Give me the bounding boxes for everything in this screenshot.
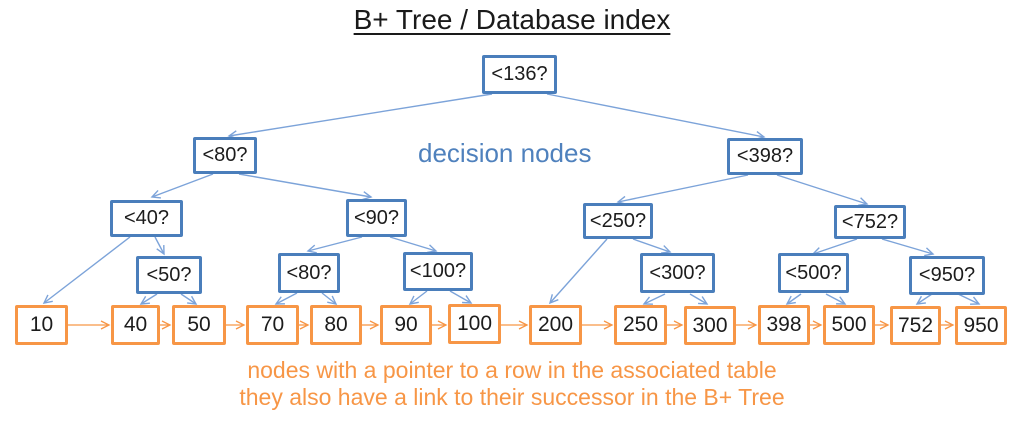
- decision-node-label: <300?: [649, 261, 706, 284]
- tree-edge: [150, 173, 214, 199]
- leaf-node-70: 70: [246, 305, 299, 345]
- tree-edge: [776, 174, 869, 207]
- leaf-node-10: 10: [15, 305, 68, 345]
- tree-edge: [321, 292, 338, 305]
- leaf-node-950: 950: [955, 306, 1007, 345]
- tree-edge: [957, 293, 981, 305]
- tree-edge: [306, 236, 363, 254]
- tree-edge: [915, 293, 933, 305]
- decision-node-label: <100?: [409, 260, 467, 282]
- decision-node-300: <300?: [640, 253, 715, 293]
- leaf-node-label: 100: [456, 312, 493, 335]
- tree-edge: [154, 236, 165, 256]
- tree-edge: [227, 93, 493, 140]
- decision-node-100: <100?: [403, 252, 473, 291]
- leaf-node-398: 398: [758, 305, 810, 345]
- tree-edge: [546, 93, 766, 141]
- decision-node-950: <950?: [909, 256, 985, 295]
- decision-node-label: <40?: [123, 207, 170, 229]
- decision-node-label: <80?: [286, 261, 332, 284]
- leaf-node-300: 300: [684, 306, 736, 345]
- leaf-node-752: 752: [890, 306, 941, 345]
- tree-edge: [389, 236, 438, 254]
- decision-node-50: <50?: [136, 256, 202, 294]
- decision-node-label: <250?: [589, 209, 647, 232]
- leaf-node-40: 40: [111, 305, 160, 345]
- leaf-node-label: 50: [187, 313, 211, 336]
- tree-edge: [642, 293, 666, 305]
- tree-edge: [548, 238, 608, 305]
- leaf-node-label: 500: [831, 313, 867, 336]
- decision-node-752: <752?: [834, 205, 906, 239]
- leaf-node-100: 100: [448, 304, 501, 344]
- decision-nodes-annotation: decision nodes: [418, 138, 592, 168]
- leaf-node-label: 752: [897, 313, 934, 337]
- decision-node-label: <50?: [146, 263, 192, 286]
- leaf-node-250: 250: [614, 305, 667, 345]
- leaf-node-label: 300: [692, 313, 728, 337]
- leaf-node-label: 250: [622, 313, 659, 336]
- decision-node-label: <136?: [491, 63, 548, 85]
- leaf-node-label: 90: [394, 313, 418, 336]
- decision-node-500: <500?: [778, 253, 849, 293]
- tree-edge: [689, 293, 709, 305]
- tree-edge: [632, 238, 672, 254]
- tree-edge: [881, 238, 935, 257]
- decision-node-label: <500?: [785, 261, 842, 284]
- decision-node-80b: <80?: [278, 253, 340, 293]
- tree-edge: [139, 293, 158, 305]
- leaf-node-200: 200: [529, 305, 582, 345]
- page-title: B+ Tree / Database index: [353, 4, 671, 35]
- leaf-node-500: 500: [823, 305, 875, 345]
- tree-edge: [274, 292, 298, 305]
- tree-edge: [616, 174, 749, 205]
- decision-node-136: <136?: [482, 55, 557, 94]
- leaf-node-label: 200: [537, 313, 574, 336]
- leaf-node-label: 10: [29, 313, 54, 336]
- tree-edge: [238, 173, 373, 201]
- decision-node-label: <90?: [353, 206, 400, 229]
- decision-node-label: <752?: [841, 210, 899, 233]
- leaf-node-label: 80: [324, 313, 348, 336]
- tree-edge: [811, 238, 858, 256]
- tree-edge: [42, 236, 131, 304]
- leaf-caption-line2: they also have a link to their successor…: [239, 384, 785, 410]
- leaf-node-label: 40: [123, 313, 148, 336]
- decision-node-250: <250?: [583, 203, 653, 239]
- leaf-node-80: 80: [310, 305, 362, 345]
- decision-node-398: <398?: [727, 138, 803, 175]
- leaf-node-label: 70: [260, 313, 285, 336]
- leaf-caption-line1: nodes with a pointer to a row in the ass…: [247, 357, 777, 383]
- leaf-node-50: 50: [172, 305, 226, 345]
- tree-edge: [449, 290, 473, 304]
- leaf-node-90: 90: [380, 305, 432, 345]
- decision-node-label: <80?: [202, 144, 248, 166]
- tree-edge: [408, 290, 428, 305]
- leaf-node-label: 398: [766, 313, 802, 336]
- leaf-node-label: 950: [963, 313, 999, 337]
- tree-edge: [180, 293, 198, 305]
- decision-node-label: <950?: [918, 264, 976, 286]
- decision-node-label: <398?: [736, 145, 794, 167]
- decision-node-80: <80?: [193, 137, 257, 174]
- decision-node-90: <90?: [346, 199, 407, 237]
- tree-edge: [785, 293, 802, 305]
- decision-node-40: <40?: [110, 200, 183, 237]
- leaf-caption: nodes with a pointer to a row in the ass…: [0, 357, 1024, 411]
- tree-edge: [825, 293, 847, 305]
